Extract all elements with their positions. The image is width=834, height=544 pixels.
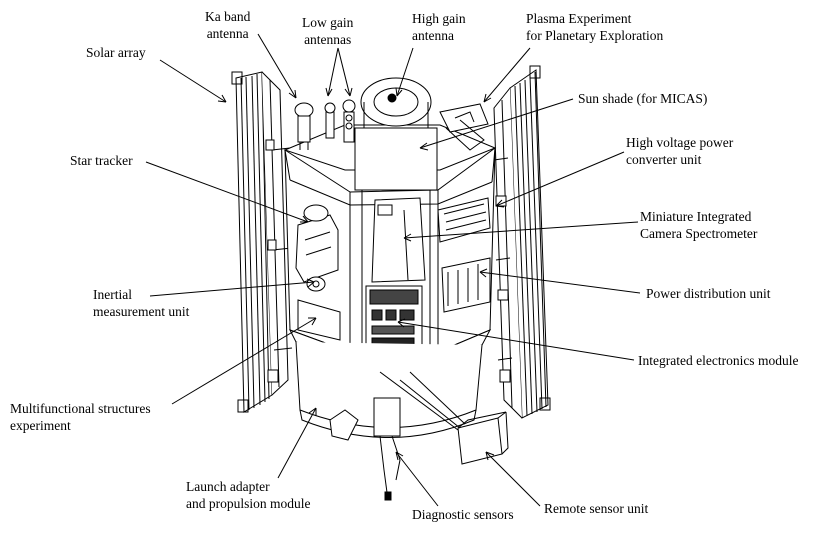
- label-integrated-electronics-module: Integrated electronics module: [638, 353, 799, 368]
- label-star-tracker: Star tracker: [70, 153, 133, 168]
- label-sun-shade: Sun shade (for MICAS): [578, 91, 708, 106]
- label-power-distribution-unit: Power distribution unit: [646, 286, 771, 301]
- label-remote-sensor-unit: Remote sensor unit: [544, 501, 649, 516]
- remote-sensor-unit: [379, 371, 509, 465]
- micas-camera: [371, 197, 426, 283]
- ka-band-antenna: [294, 102, 314, 150]
- leader-lines: [145, 33, 641, 507]
- inertial-measurement-unit: [306, 276, 326, 292]
- diagnostic-sensors: [373, 397, 401, 501]
- plasma-experiment: [439, 103, 489, 151]
- high-gain-antenna: [360, 77, 432, 128]
- multifunctional-structures: [297, 299, 341, 341]
- star-tracker: [295, 204, 339, 283]
- integrated-electronics-module: [365, 285, 423, 353]
- solar-array-right: [493, 65, 551, 419]
- hv-power-converter: [437, 197, 491, 243]
- solar-array-left: [231, 71, 293, 413]
- low-gain-antennas: [324, 99, 356, 143]
- label-solar-array: Solar array: [86, 45, 146, 60]
- label-diagnostic-sensors: Diagnostic sensors: [412, 507, 514, 522]
- power-distribution-unit: [441, 257, 491, 313]
